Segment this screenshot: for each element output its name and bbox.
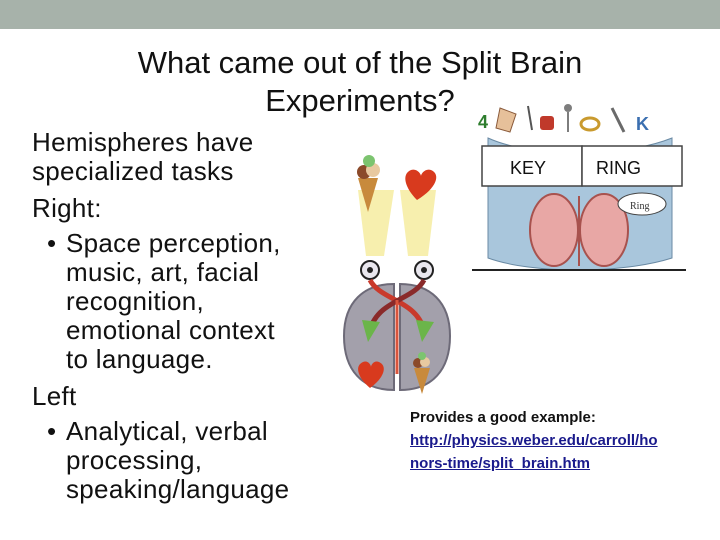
right-bullet-line: Space perception, <box>66 228 281 258</box>
title-line-2: Experiments? <box>265 83 455 118</box>
ring-label: RING <box>596 158 641 178</box>
left-bullet-line: Analytical, verbal <box>66 416 268 446</box>
spoon-icon <box>564 104 572 112</box>
left-light-beam <box>358 190 394 256</box>
left-bullet-line: processing, <box>66 445 203 475</box>
slide-title: What came out of the Split Brain Experim… <box>60 44 660 120</box>
note-text: Provides a good example: <box>410 409 596 426</box>
key-label: KEY <box>510 158 546 178</box>
example-note: Provides a good example: http://physics.… <box>410 406 700 475</box>
link-line-1: http://physics.weber.edu/carroll/ho <box>410 432 658 449</box>
hand-icon <box>495 107 517 133</box>
right-light-beam <box>400 190 436 256</box>
key-ring-experiment-illustration: 4 K KEY RING Ring <box>472 104 686 271</box>
right-bullet-line: to language. <box>66 344 213 374</box>
object-icons-row: 4 K <box>478 104 649 134</box>
crossing-pathway-arrows <box>362 278 434 374</box>
right-bullet-line: emotional context <box>66 315 275 345</box>
right-card <box>581 145 683 187</box>
brain-top-view-icon <box>529 193 629 267</box>
letter-icon: K <box>636 114 649 134</box>
speech-bubble <box>617 192 667 216</box>
ring-icon <box>579 116 601 132</box>
speech-text: Ring <box>630 201 649 212</box>
eyes-icon <box>360 260 434 280</box>
green-arrowhead <box>416 320 434 342</box>
right-heading: Right: <box>32 193 102 223</box>
left-heading: Left <box>32 381 77 411</box>
left-bullet: • Analytical, verbal processing, speakin… <box>32 417 332 504</box>
top-accent-bar <box>0 0 720 29</box>
left-bullet-line: speaking/language <box>66 474 290 504</box>
bullet-dot: • <box>47 228 57 258</box>
intro-line-1: Hemispheres have <box>32 127 254 157</box>
heart-icon <box>405 169 437 200</box>
link-line-2: nors-time/split_brain.htm <box>410 455 591 472</box>
wrench-icon <box>610 107 626 133</box>
right-bullet: • Space perception, music, art, facial r… <box>32 229 332 374</box>
green-arrowhead <box>362 320 380 342</box>
bullet-dot: • <box>47 416 57 446</box>
pencil-icon <box>527 105 533 131</box>
title-line-1: What came out of the Split Brain <box>137 45 583 80</box>
example-link[interactable]: http://physics.weber.edu/carroll/ho nors… <box>410 429 700 475</box>
heart-icon <box>358 361 384 388</box>
ice-cream-icon <box>357 155 380 212</box>
intro-line-2: specialized tasks <box>32 156 234 186</box>
cup-icon <box>540 116 554 130</box>
letter-icon: 4 <box>478 112 488 132</box>
slide-body: Hemispheres have specialized tasks Right… <box>32 128 332 504</box>
split-brain-visual-field-illustration <box>342 155 452 394</box>
left-card <box>481 145 583 187</box>
ice-cream-icon <box>413 352 430 394</box>
right-bullet-line: recognition, <box>66 286 205 316</box>
right-bullet-line: music, art, facial <box>66 257 260 287</box>
